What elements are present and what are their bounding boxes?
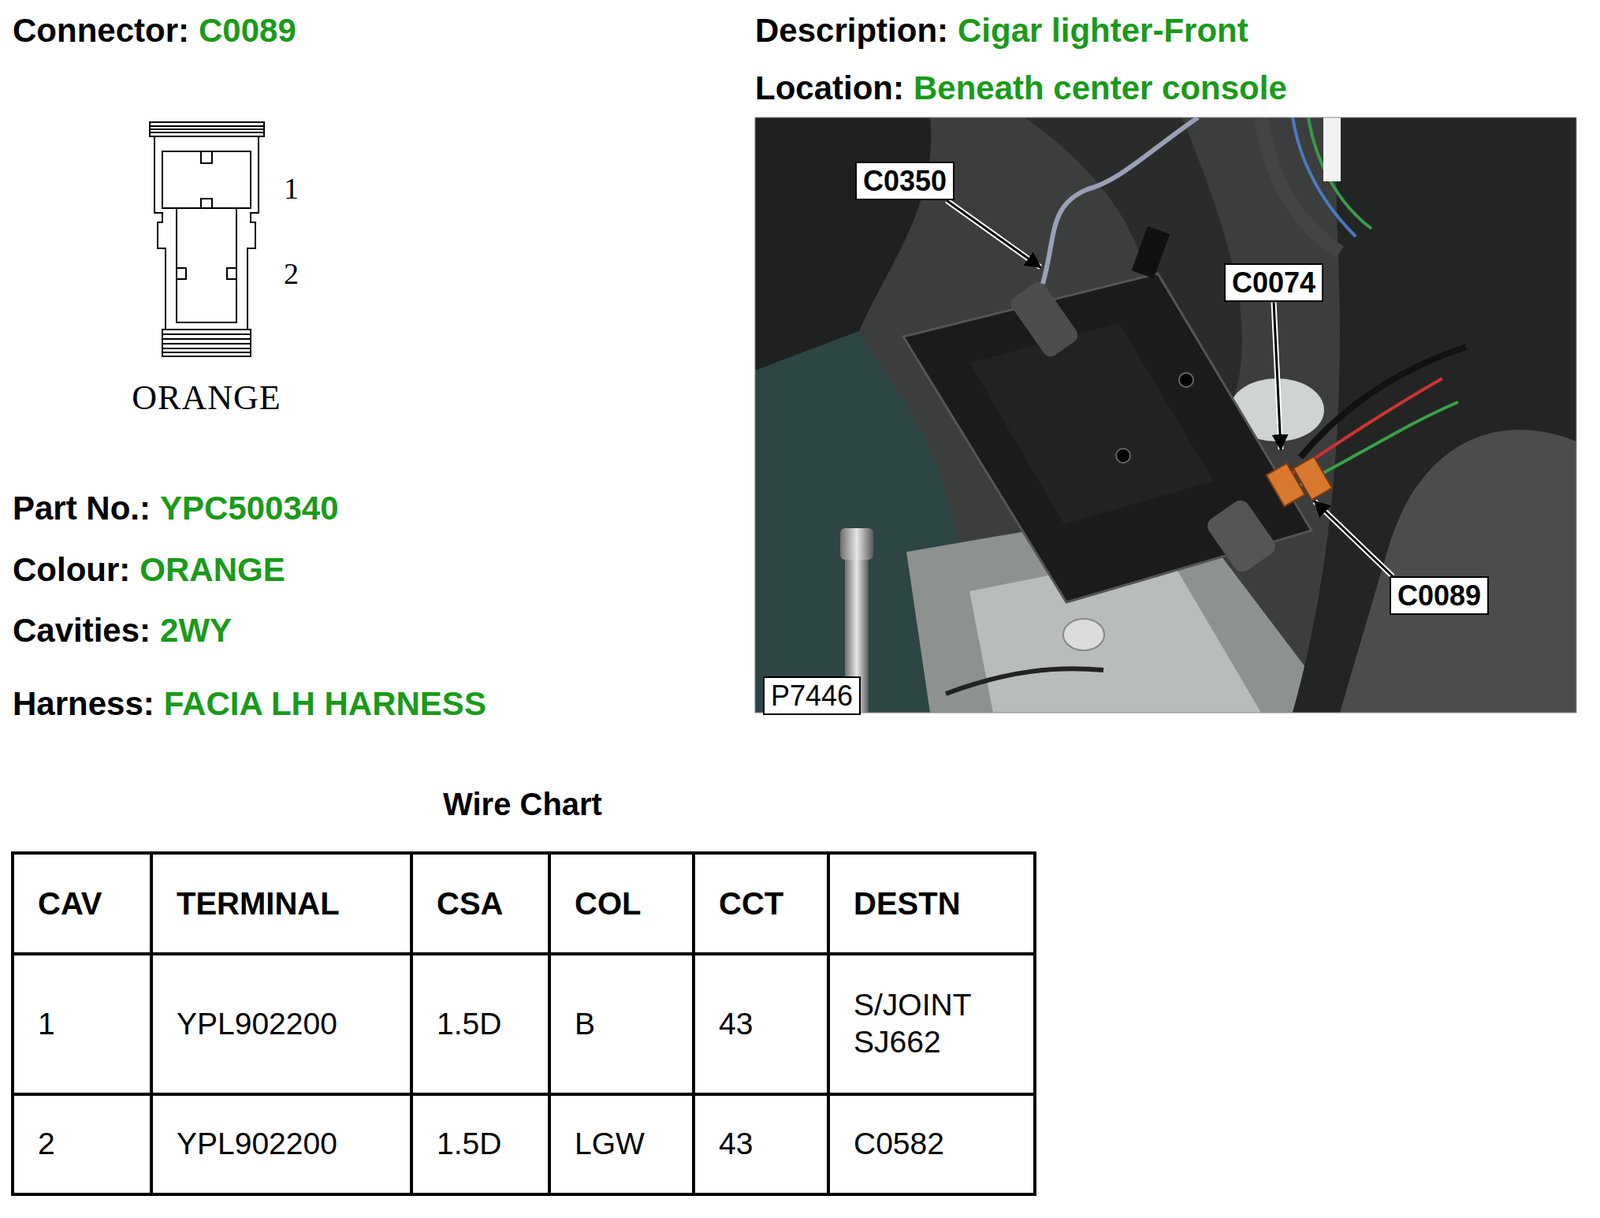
field-label: Location: — [755, 68, 905, 108]
table-cell: 1 — [37, 1005, 56, 1043]
table-cell: 1.5D — [436, 1005, 502, 1043]
leader-arrow — [946, 200, 1041, 268]
pin-number: 1 — [283, 171, 299, 208]
leader-arrow — [1314, 501, 1393, 577]
table-cell: 1.5D — [436, 1125, 502, 1163]
field-label: Part No.: — [12, 488, 151, 529]
table-cell: YPL902200 — [176, 1125, 338, 1163]
callout-label: P7446 — [764, 677, 860, 714]
leader-arrow — [1273, 301, 1281, 450]
table-header: CAV — [37, 884, 102, 923]
field-value: 2WY — [160, 610, 232, 651]
callout-box: C0089 — [1389, 576, 1489, 615]
leader-arrow — [1314, 501, 1393, 577]
leader-arrow — [1273, 301, 1281, 450]
table-cell: 43 — [718, 1125, 753, 1163]
table-cell: 2 — [37, 1125, 56, 1163]
field-value: C0089 — [198, 11, 297, 51]
field-value: FACIA LH HARNESS — [163, 684, 487, 724]
field-value: YPC500340 — [160, 488, 339, 529]
table-header: TERMINAL — [176, 884, 340, 923]
field-label: Cavities: — [12, 610, 151, 651]
table-header: DESTN — [853, 884, 961, 923]
table-cell: LGW — [574, 1125, 645, 1163]
callout-label: C0074 — [1225, 264, 1322, 301]
field-label: Connector: — [12, 11, 190, 51]
pin-number: 2 — [283, 256, 299, 293]
field-label: Description: — [755, 11, 949, 51]
callout-label: C0350 — [856, 163, 953, 199]
table-cell: YPL902200 — [176, 1005, 338, 1043]
field-value: Beneath center console — [913, 68, 1288, 108]
table-grid — [12, 852, 1035, 1195]
field-value: Cigar lighter-Front — [957, 11, 1249, 51]
figure-number: P7446 — [762, 676, 861, 715]
photo — [755, 117, 1577, 713]
callout-box: C0350 — [855, 161, 955, 201]
connector-colour: ORANGE — [131, 377, 281, 420]
connector-symbol — [149, 122, 265, 357]
leader-arrow — [946, 200, 1041, 268]
table-cell: B — [574, 1005, 596, 1043]
table-header: CCT — [718, 884, 784, 923]
table-header: CSA — [436, 884, 503, 923]
field-label: Colour: — [12, 550, 131, 590]
field-value: ORANGE — [139, 550, 285, 590]
leader-arrows — [946, 200, 1393, 577]
table-cell: S/JOINT SJ662 — [853, 986, 1021, 1061]
table-title: Wire Chart — [442, 785, 603, 823]
table-header: COL — [574, 884, 641, 923]
table-cell: C0582 — [853, 1125, 1021, 1163]
field-label: Harness: — [12, 684, 155, 724]
callout-label: C0089 — [1391, 577, 1488, 614]
table-cell: 43 — [718, 1005, 753, 1043]
callout-box: C0074 — [1224, 263, 1324, 302]
